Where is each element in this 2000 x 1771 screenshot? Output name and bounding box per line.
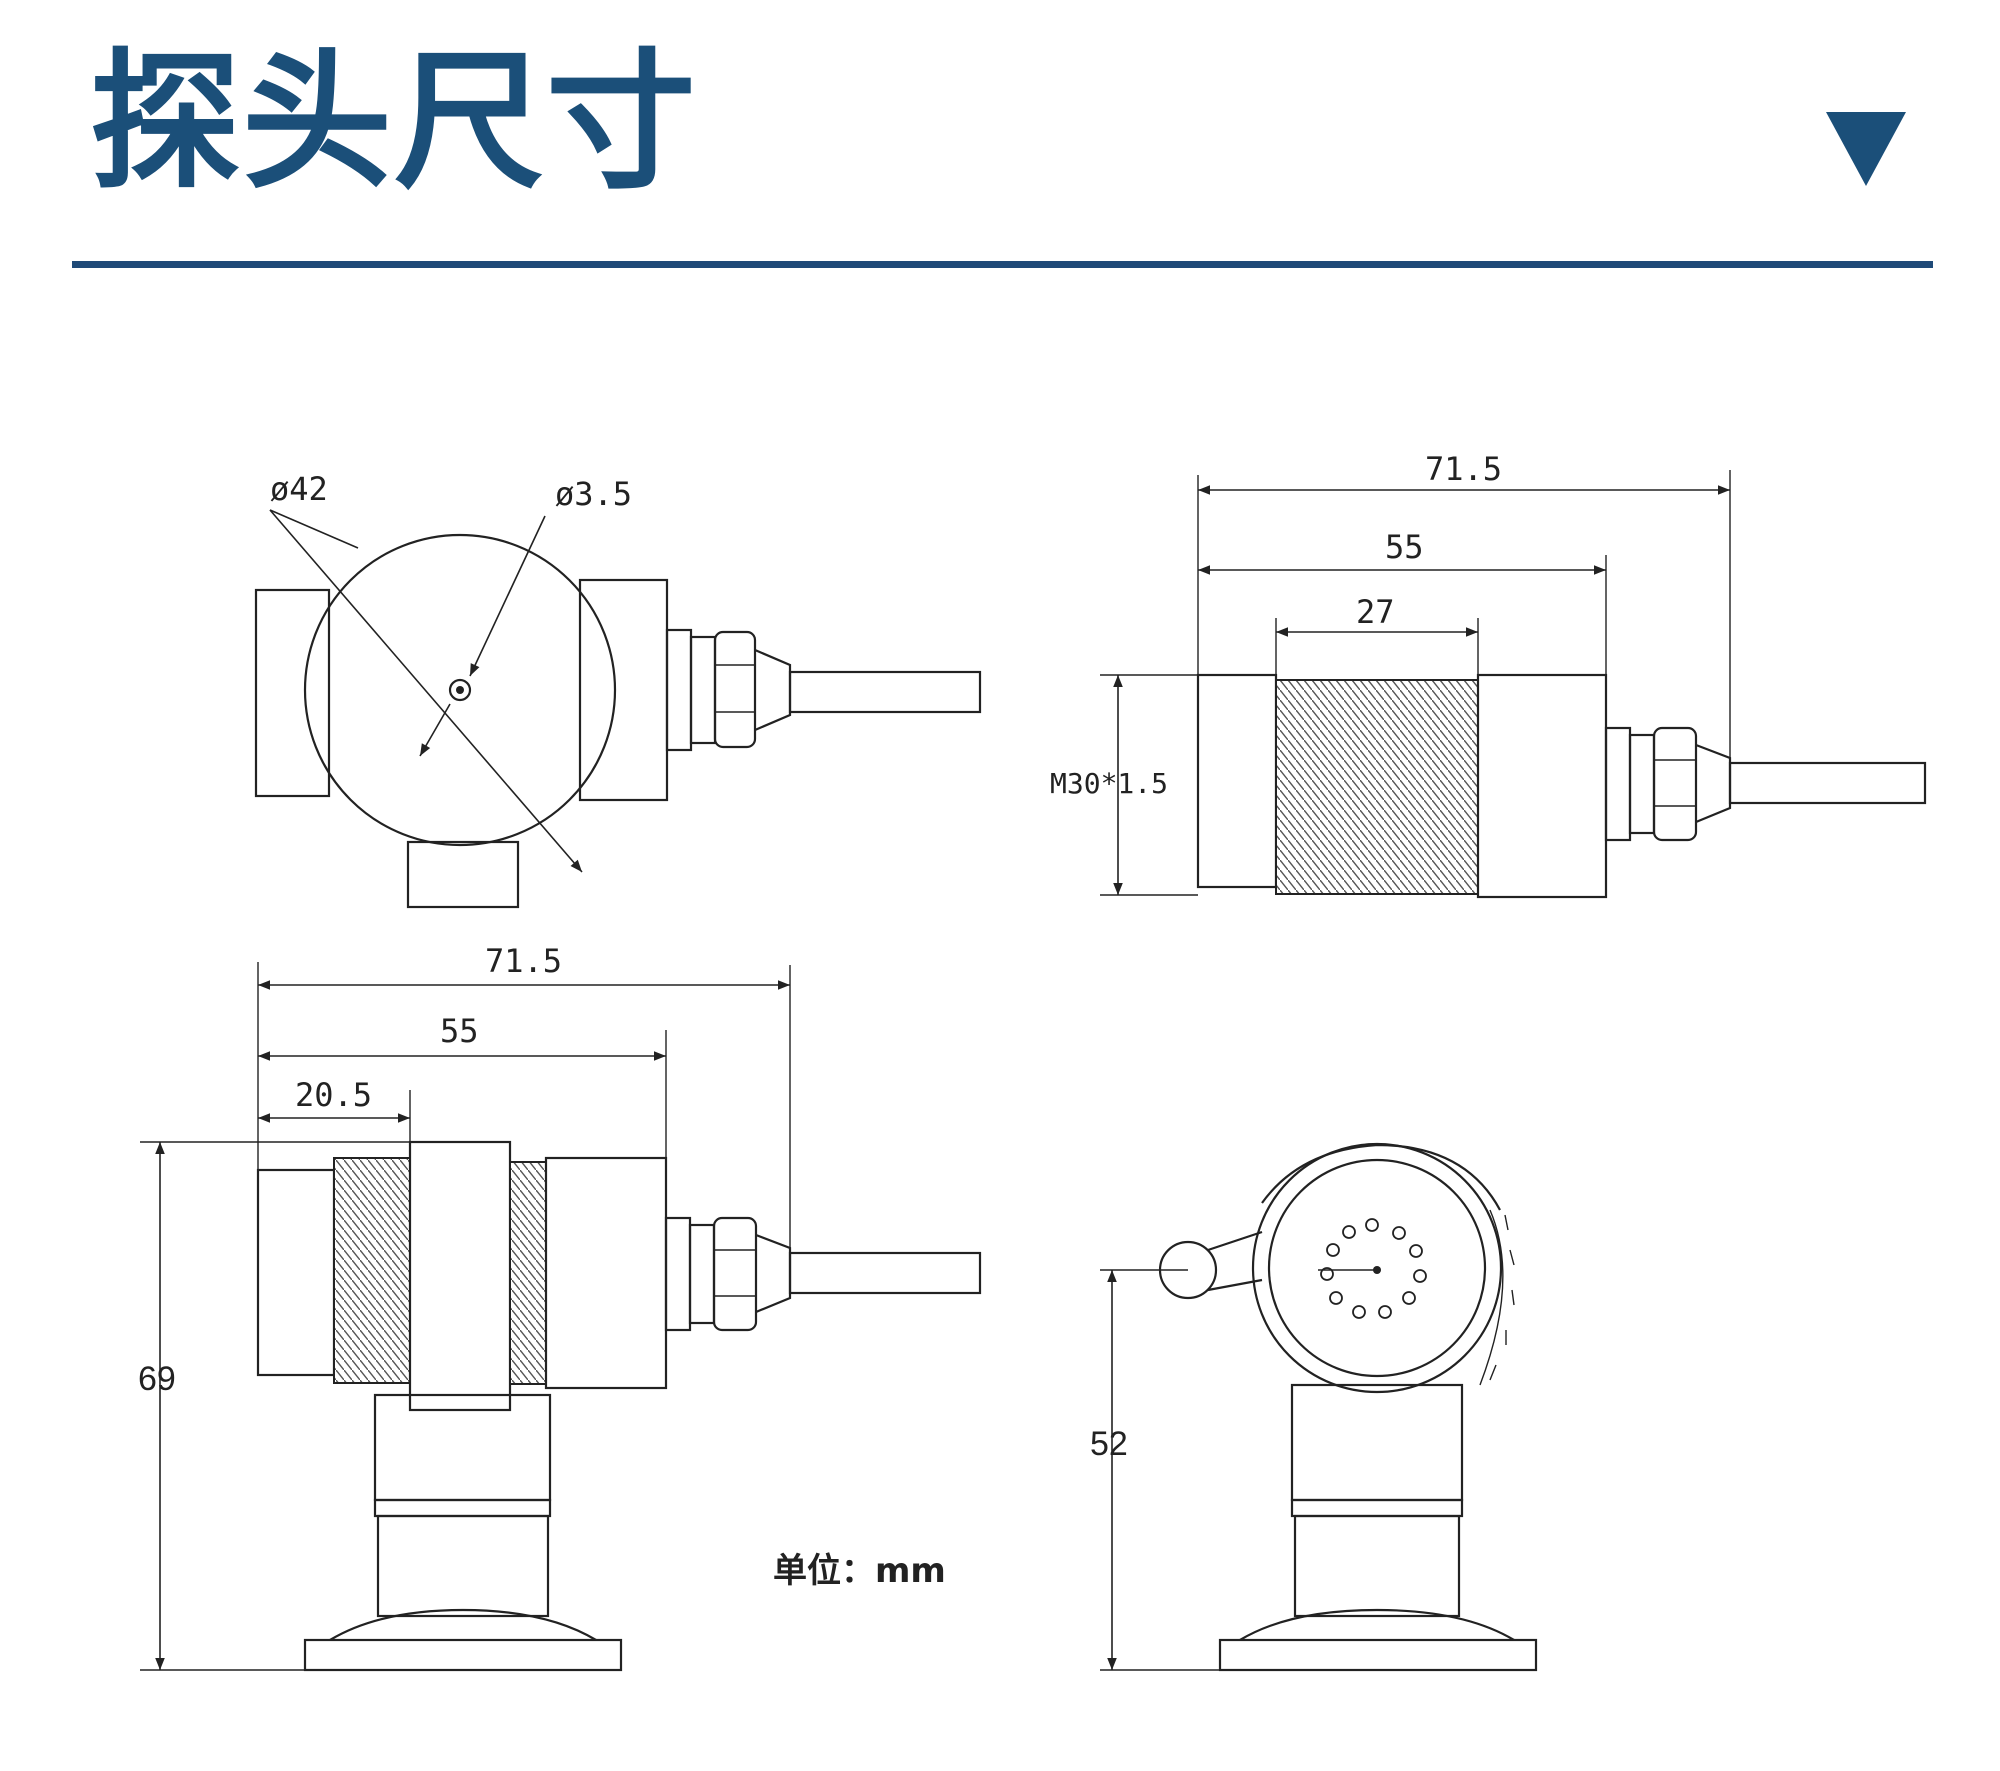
bottom-right-view: 52 [1090, 1142, 1538, 1672]
dim-body-length-bottom: 55 [440, 1012, 479, 1050]
bottom-left-view: 71.5 55 20.5 69 [138, 942, 982, 1672]
dim-height-69: 69 [138, 1360, 176, 1398]
dim-body-length-top: 55 [1385, 528, 1424, 566]
bolt-hole-circle [1320, 1218, 1427, 1319]
header-divider [72, 261, 1933, 268]
top-left-view: ø42 ø3.5 [254, 470, 982, 909]
dim-diameter-hole: ø3.5 [555, 475, 632, 513]
dim-height-52: 52 [1090, 1425, 1128, 1463]
dim-overall-length-bottom: 71.5 [485, 942, 562, 980]
triangle-down-icon[interactable] [1826, 112, 1906, 186]
dim-thread-spec: M30*1.5 [1050, 767, 1168, 800]
dim-front-length: 20.5 [295, 1076, 372, 1114]
dim-overall-length-top: 71.5 [1425, 450, 1502, 488]
dim-diameter-outer: ø42 [270, 470, 328, 508]
page-title: 探头尺寸 [90, 36, 699, 210]
dim-thread-length: 27 [1356, 593, 1395, 631]
top-right-view: 71.5 55 27 M30*1.5 [1050, 450, 1927, 899]
unit-label: 单位：mm [773, 1551, 946, 1591]
